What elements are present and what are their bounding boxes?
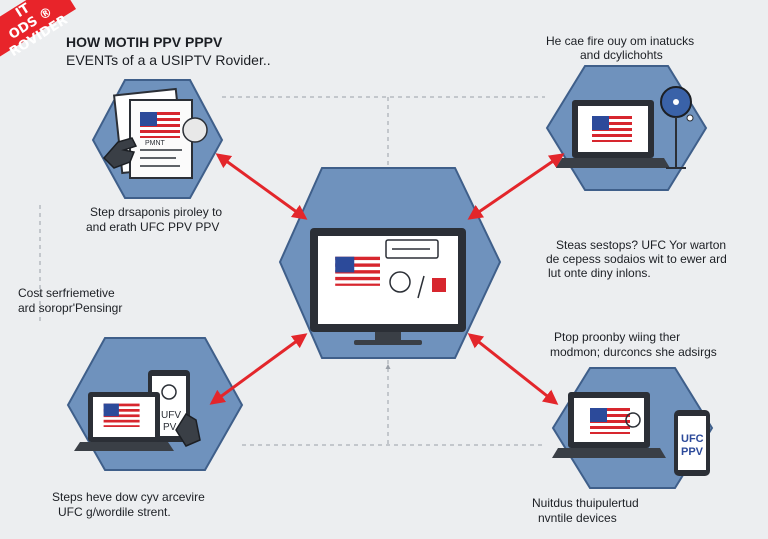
arrow-top-left — [215, 153, 308, 220]
label-bottom-right-1: Nuitdus thuipulertud — [532, 496, 639, 510]
dashed-connectors — [39, 96, 545, 446]
arrow-top-right — [467, 153, 565, 220]
header-line-1: HOW MOTIH PPV PPPV — [66, 34, 223, 50]
label-bottom-left-1: Steps heve dow cyv arcevire — [52, 490, 205, 504]
label-lower-right-1: Ptop proonby wiing ther — [554, 330, 681, 344]
arrow-bottom-right — [467, 333, 559, 405]
hand-icon — [102, 137, 138, 169]
red-arrows — [209, 153, 565, 405]
label-mid-right-1: Steas sestops? UFC Yor warton — [556, 238, 727, 252]
label-mid-left-2: ard soropr'Pensingr — [18, 301, 123, 315]
phone-text-2: PPV — [681, 446, 704, 458]
label-bottom-right-2: nvntile devices — [538, 511, 617, 525]
label-top-left-1: Step drsaponis piroley to — [90, 205, 223, 219]
label-top-left-2: and erath UFC PPV PPV — [86, 220, 220, 234]
doc-stamp-text: PMNT — [145, 140, 166, 147]
monitor-icon — [310, 228, 466, 345]
tablet-text-2: PV — [163, 422, 177, 433]
hand-icon — [175, 412, 201, 447]
tablet-text-1: UFV — [161, 410, 181, 421]
laptop-icon — [74, 392, 174, 451]
label-top-right-2: and dcylichohts — [580, 48, 663, 62]
laptop-icon — [552, 392, 666, 458]
fan-icon — [660, 86, 694, 169]
label-mid-right-3: lut onte diny inlons. — [548, 266, 651, 280]
label-lower-right-2: modmon; durconcs she adsirgs — [550, 345, 717, 359]
label-top-right-1: He cae fire ouy om inatucks — [546, 34, 695, 48]
laptop-icon — [556, 100, 670, 168]
phone-text-1: UFC — [681, 433, 704, 445]
arrow-bottom-left — [209, 333, 308, 405]
phone-icon: UFC PPV — [674, 410, 710, 476]
label-bottom-left-2: UFC g/wordile strent. — [58, 505, 171, 519]
document-icon: PMNT — [112, 87, 208, 179]
label-mid-left-1: Cost serfriemetive — [18, 286, 115, 300]
header-line-2: EVENTs of a a USIPTV Rovider.. — [66, 52, 271, 68]
label-mid-right-2: de cepess sodaios wit to ewer ard — [546, 252, 727, 266]
